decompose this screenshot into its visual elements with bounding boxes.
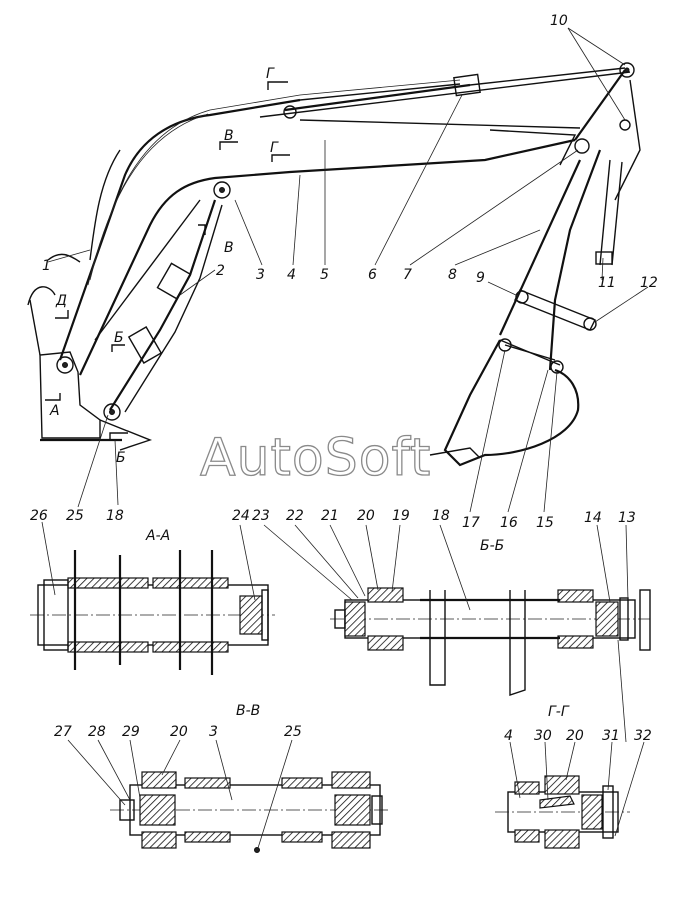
callout-32: 32 bbox=[634, 728, 652, 744]
section-bb-title: Б-Б bbox=[480, 538, 504, 554]
leader-30 bbox=[544, 741, 549, 801]
leader-14 bbox=[596, 524, 611, 603]
leader-18 bbox=[439, 524, 471, 611]
leader-32-a bbox=[617, 639, 627, 743]
leader-20c bbox=[565, 741, 576, 781]
callout-14: 14 bbox=[584, 510, 602, 526]
callout-30: 30 bbox=[534, 728, 552, 744]
section-mark-v-mid: В bbox=[224, 240, 234, 256]
leader-lines bbox=[47, 27, 649, 513]
callout-9: 9 bbox=[476, 270, 485, 286]
section-aa bbox=[30, 550, 275, 675]
callout-4-gg: 4 bbox=[504, 728, 513, 744]
callout-25-vv: 25 bbox=[284, 724, 302, 740]
section-gg-title: Г-Г bbox=[548, 704, 570, 720]
leader-26 bbox=[41, 521, 56, 596]
callout-21: 21 bbox=[321, 508, 339, 524]
section-mark-g-top: Г bbox=[266, 66, 275, 82]
section-aa-title: А-А bbox=[145, 528, 170, 544]
leader-3b bbox=[215, 739, 233, 801]
callout-5: 5 bbox=[320, 267, 329, 283]
callout-8: 8 bbox=[448, 267, 457, 283]
leader-13 bbox=[625, 524, 629, 601]
callout-18-bb: 18 bbox=[432, 508, 450, 524]
callout-6: 6 bbox=[368, 267, 377, 283]
callout-16: 16 bbox=[500, 515, 518, 531]
section-bb bbox=[330, 587, 651, 696]
callout-20-gg: 20 bbox=[566, 728, 584, 744]
leader-21 bbox=[329, 524, 366, 597]
callout-3: 3 bbox=[256, 267, 265, 283]
section-mark-g-mid: Г bbox=[270, 140, 279, 156]
callout-7: 7 bbox=[403, 267, 412, 283]
callout-26: 26 bbox=[30, 508, 48, 524]
section-vv bbox=[110, 771, 390, 853]
callout-20-vv: 20 bbox=[170, 724, 188, 740]
callout-17: 17 bbox=[462, 515, 480, 531]
leader-19 bbox=[391, 524, 401, 593]
leader-27 bbox=[67, 739, 126, 806]
callout-15: 15 bbox=[536, 515, 554, 531]
section-mark-b-left: Б bbox=[114, 330, 124, 346]
section-mark-d-left: Д bbox=[55, 293, 67, 309]
leader-4b bbox=[509, 741, 521, 799]
leader-28 bbox=[97, 739, 131, 801]
callout-20: 20 bbox=[357, 508, 375, 524]
leader-24 bbox=[239, 524, 256, 601]
leader-23 bbox=[263, 524, 353, 601]
watermark-text: AutoSoft bbox=[200, 428, 431, 488]
callout-24: 24 bbox=[232, 508, 250, 524]
leader-31 bbox=[607, 741, 613, 791]
callout-27: 27 bbox=[54, 724, 72, 740]
leader-20 bbox=[365, 524, 379, 591]
leader-25b bbox=[257, 739, 293, 849]
callout-12: 12 bbox=[640, 275, 658, 291]
callout-31: 31 bbox=[602, 728, 620, 744]
section-vv-title: В-В bbox=[236, 703, 260, 719]
callout-2: 2 bbox=[216, 263, 225, 279]
leader-29 bbox=[129, 739, 141, 799]
callout-29: 29 bbox=[122, 724, 140, 740]
callout-22: 22 bbox=[286, 508, 304, 524]
section-marks bbox=[45, 81, 290, 440]
callout-4: 4 bbox=[287, 267, 296, 283]
callout-25: 25 bbox=[66, 508, 84, 524]
section-mark-a-left: А bbox=[49, 403, 60, 419]
section-gg bbox=[495, 775, 630, 849]
callout-1: 1 bbox=[42, 258, 51, 274]
section-mark-b-low: Б bbox=[116, 450, 126, 466]
boom-assembly bbox=[27, 62, 641, 467]
callout-18: 18 bbox=[106, 508, 124, 524]
leader-22 bbox=[294, 524, 359, 599]
callout-3-vv: 3 bbox=[209, 724, 218, 740]
leader-20b bbox=[161, 739, 181, 776]
section-mark-v-top: В bbox=[224, 128, 234, 144]
callout-23: 23 bbox=[252, 508, 270, 524]
callout-11: 11 bbox=[598, 275, 616, 291]
callout-10: 10 bbox=[550, 13, 568, 29]
callout-28: 28 bbox=[88, 724, 106, 740]
callout-19: 19 bbox=[392, 508, 410, 524]
callout-13: 13 bbox=[618, 510, 636, 526]
leader-32 bbox=[614, 741, 645, 837]
